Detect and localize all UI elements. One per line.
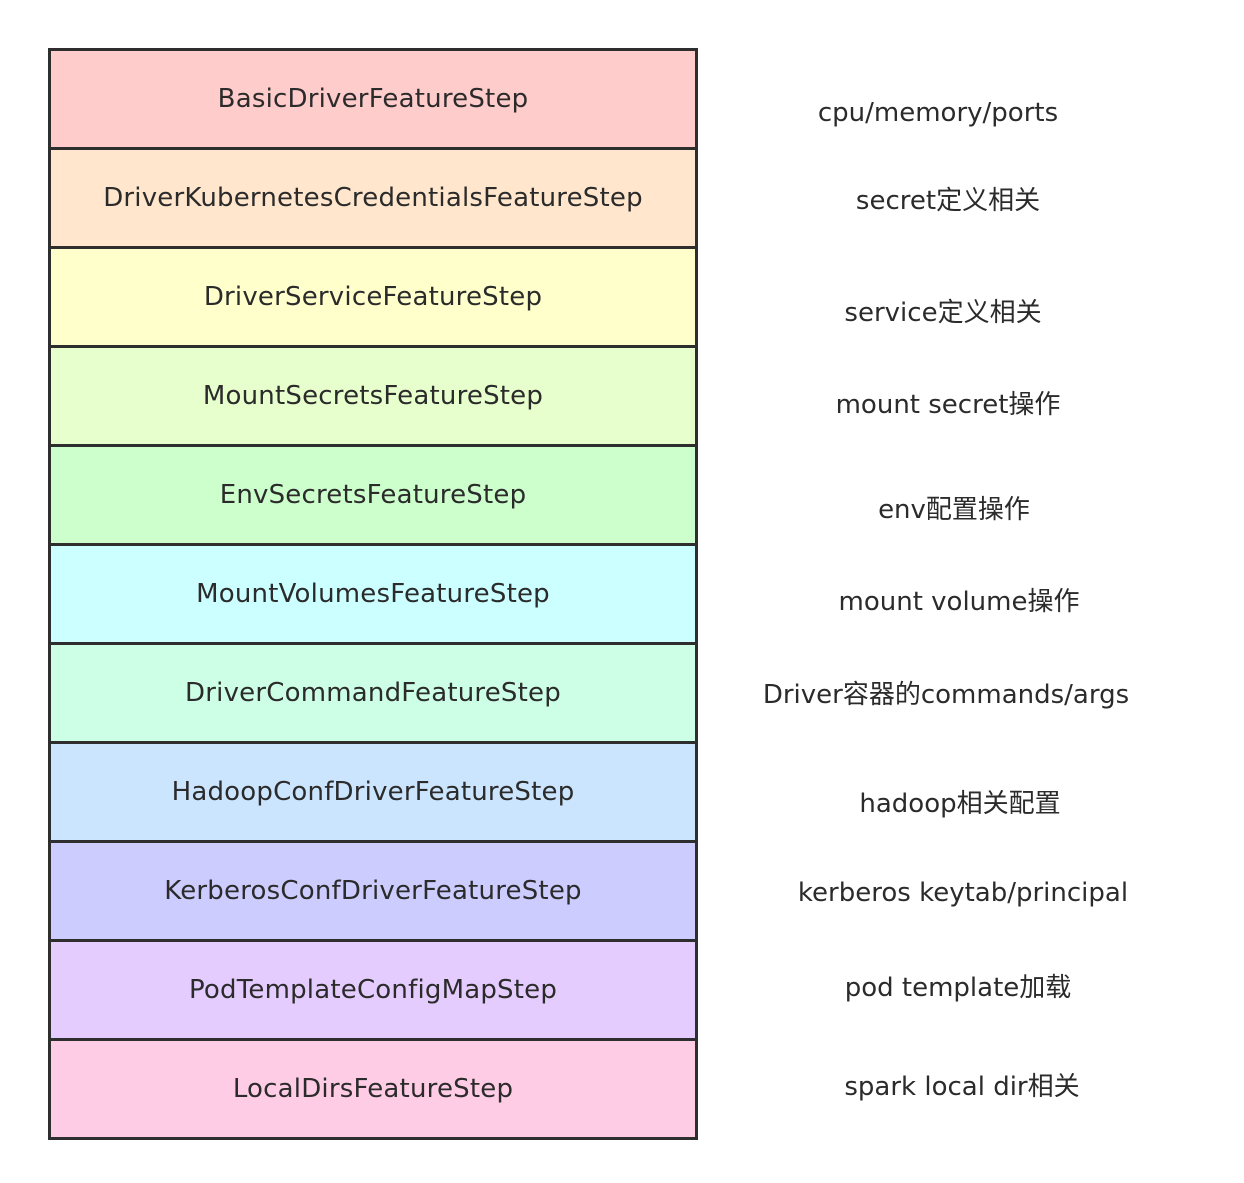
step-box-mount-secrets: MountSecretsFeatureStep — [51, 348, 695, 447]
step-box-driver-command: DriverCommandFeatureStep — [51, 645, 695, 744]
step-box-basic-driver: BasicDriverFeatureStep — [51, 51, 695, 150]
step-box-kerberos-conf-driver: KerberosConfDriverFeatureStep — [51, 843, 695, 942]
step-description-pod-template-configmap: pod template加载 — [844, 973, 1072, 1003]
step-description-env-secrets: env配置操作 — [878, 495, 1030, 525]
step-description-mount-volumes: mount volume操作 — [838, 587, 1080, 617]
step-box-env-secrets: EnvSecretsFeatureStep — [51, 447, 695, 546]
step-description-kerberos-conf-driver: kerberos keytab/principal — [797, 878, 1129, 908]
step-description-driver-service: service定义相关 — [844, 298, 1042, 328]
step-description-hadoop-conf-driver: hadoop相关配置 — [859, 789, 1061, 819]
step-description-driver-kubernetes-credentials: secret定义相关 — [855, 186, 1041, 216]
step-description-driver-command: Driver容器的commands/args — [762, 680, 1130, 710]
step-description-mount-secrets: mount secret操作 — [835, 390, 1061, 420]
feature-step-stack: BasicDriverFeatureStep DriverKubernetesC… — [48, 48, 698, 1140]
step-box-hadoop-conf-driver: HadoopConfDriverFeatureStep — [51, 744, 695, 843]
step-box-driver-kubernetes-credentials: DriverKubernetesCredentialsFeatureStep — [51, 150, 695, 249]
step-box-pod-template-configmap: PodTemplateConfigMapStep — [51, 942, 695, 1041]
step-description-basic-driver: cpu/memory/ports — [817, 98, 1059, 128]
step-box-driver-service: DriverServiceFeatureStep — [51, 249, 695, 348]
step-box-local-dirs: LocalDirsFeatureStep — [51, 1041, 695, 1137]
step-box-mount-volumes: MountVolumesFeatureStep — [51, 546, 695, 645]
step-description-local-dirs: spark local dir相关 — [844, 1072, 1080, 1102]
